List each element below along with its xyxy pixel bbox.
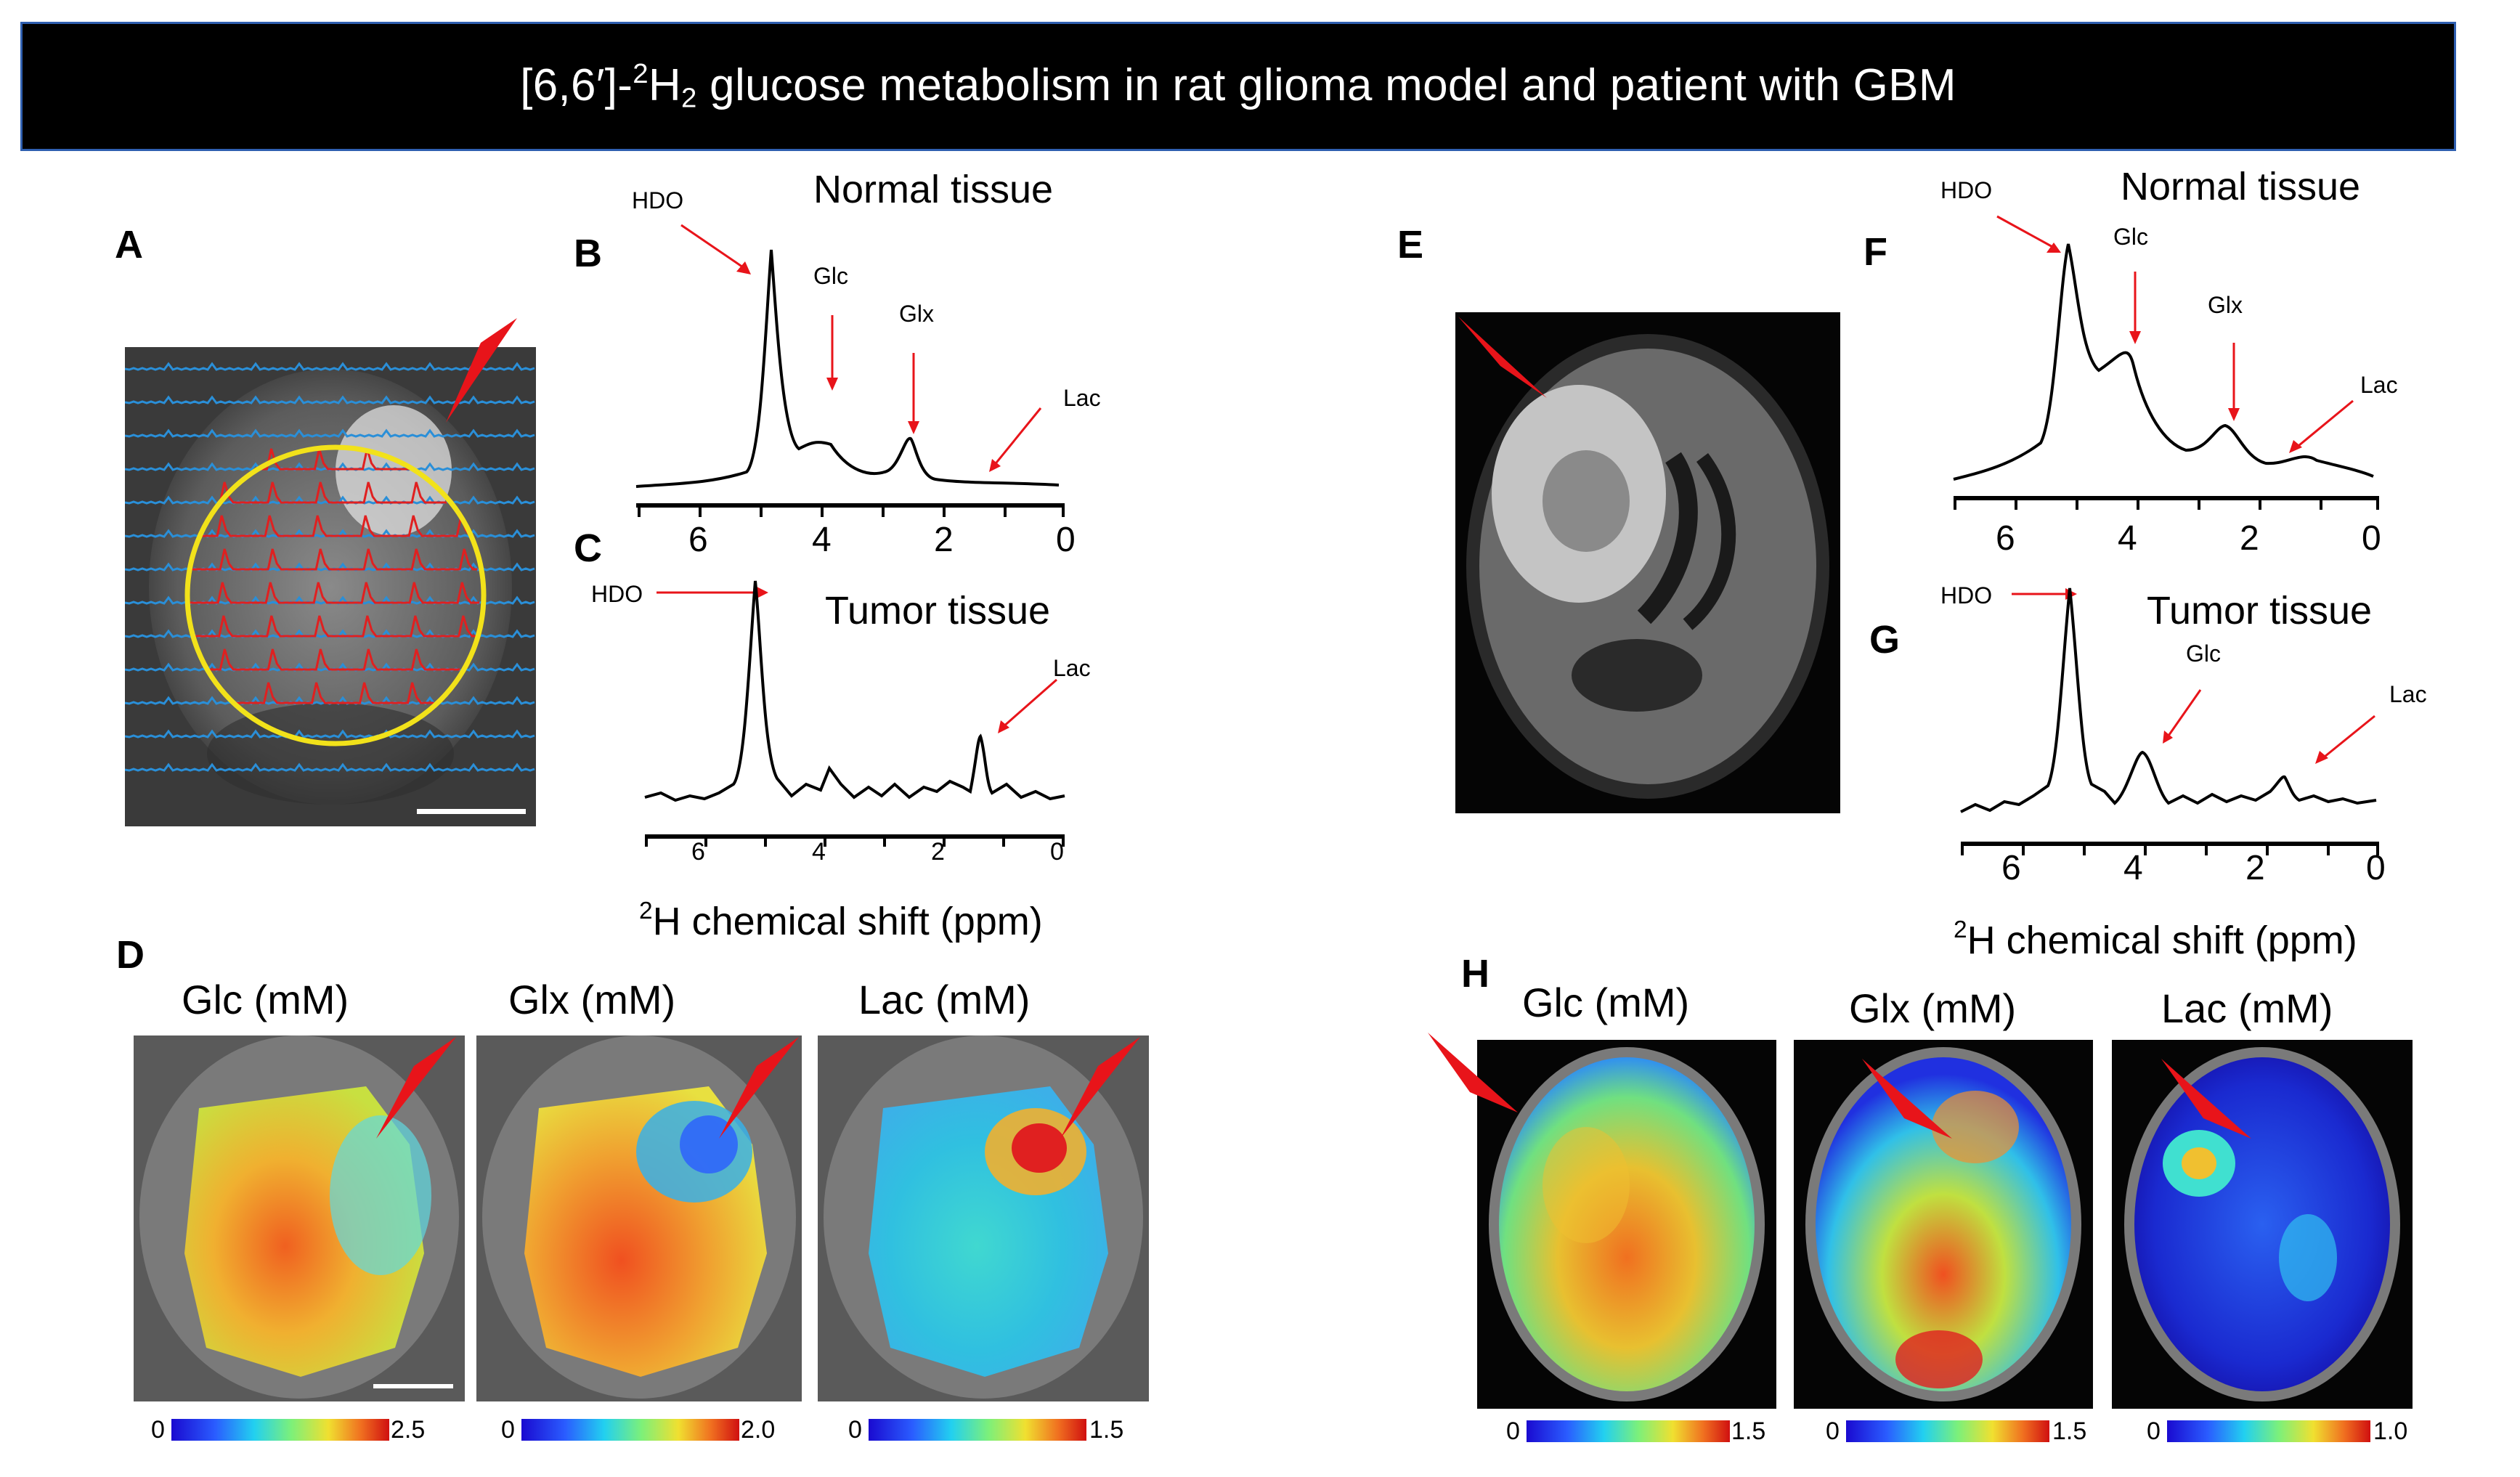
peak-label-glc: Glc [813, 263, 848, 289]
rat-spectra-axis-label: 2H chemical shift (ppm) [639, 898, 1043, 943]
colorbar [521, 1419, 739, 1441]
arrowhead-icon [446, 318, 517, 423]
peak-label-hdo: HDO [591, 581, 643, 607]
panel-label-a: A [115, 223, 143, 266]
arrowhead-icon [719, 1037, 799, 1139]
tick-label: 6 [688, 521, 708, 559]
spectrum-f-title: Normal tissue [2121, 165, 2361, 208]
tick-label: 2 [934, 521, 954, 559]
tick-label: 6 [2001, 849, 2021, 887]
tick-label: 4 [2123, 849, 2143, 887]
spectrum-b-plot [635, 224, 1065, 517]
peak-label-lac: Lac [1063, 385, 1101, 411]
arrowhead-icon [1060, 1037, 1140, 1139]
human-map-glx-label: Glx (mM) [1849, 985, 2017, 1031]
tick-label: 2 [2245, 849, 2265, 887]
peak-label-glc: Glc [2186, 640, 2221, 667]
panel-label-e: E [1397, 223, 1424, 266]
peak-label-hdo: HDO [632, 187, 684, 213]
human-lac-map-image [2112, 1040, 2413, 1409]
colorbar-min: 0 [2147, 1417, 2161, 1445]
figure-title-banner: [6,6′]-2H2 glucose metabolism in rat gli… [20, 22, 2456, 151]
tick-label: 4 [812, 838, 826, 866]
rat-map-glc-label: Glc (mM) [182, 977, 349, 1022]
colorbar-max: 2.0 [741, 1416, 776, 1444]
rat-map-glx-label: Glx (mM) [508, 977, 676, 1022]
peak-label-hdo: HDO [1940, 177, 1993, 203]
human-glx-map-image [1794, 1040, 2093, 1409]
panel-label-b: B [574, 232, 602, 275]
tick-label: 2 [931, 838, 945, 866]
human-map-glc-label: Glc (mM) [1522, 980, 1690, 1025]
colorbar [1846, 1420, 2049, 1442]
peak-label-lac: Lac [2360, 372, 2398, 398]
human-map-lac-label: Lac (mM) [2161, 985, 2333, 1031]
colorbar-max: 1.5 [2052, 1417, 2087, 1445]
colorbar-min: 0 [501, 1416, 515, 1444]
colorbar [1527, 1420, 1730, 1442]
tick-label: 4 [2118, 519, 2137, 558]
colorbar-min: 0 [1826, 1417, 1840, 1445]
peak-label-lac: Lac [2389, 681, 2427, 707]
rat-map-lac-label: Lac (mM) [858, 977, 1031, 1022]
tick-label: 4 [812, 521, 832, 559]
peak-label-hdo: HDO [1940, 582, 1993, 609]
panel-label-f: F [1863, 230, 1887, 274]
tick-label: 6 [691, 838, 705, 866]
colorbar [171, 1419, 389, 1441]
tick-label: 0 [1050, 838, 1064, 866]
colorbar-max: 2.5 [391, 1416, 426, 1444]
peak-label-lac: Lac [1053, 655, 1091, 681]
spectrum-g-plot [1960, 587, 2379, 855]
peak-label-glx: Glx [2208, 292, 2243, 318]
colorbar-min: 0 [848, 1416, 862, 1444]
tick-label: 6 [1996, 519, 2015, 558]
human-spectra-axis-label: 2H chemical shift (ppm) [1954, 916, 2357, 962]
panel-label-d: D [116, 933, 145, 977]
rat-lac-map-image [818, 1035, 1149, 1401]
tick-label: 2 [2240, 519, 2259, 558]
human-glc-map-image [1477, 1040, 1776, 1409]
figure-title: [6,6′]-2H2 glucose metabolism in rat gli… [520, 58, 1956, 114]
arrowhead-icon [1458, 317, 1547, 398]
tick-label: 0 [2362, 519, 2381, 558]
rat-glc-map-image [134, 1035, 465, 1401]
colorbar-max: 1.5 [1089, 1416, 1124, 1444]
colorbar-max: 1.5 [1731, 1417, 1766, 1445]
arrowhead-icon [376, 1037, 456, 1139]
spectrum-b-title: Normal tissue [813, 168, 1054, 211]
peak-label-glx: Glx [899, 301, 934, 327]
arrowhead-icon [1428, 1033, 1518, 1112]
spectrum-c-plot [644, 580, 1065, 847]
rat-mri-spectral-grid-image [125, 347, 536, 826]
colorbar-max: 1.0 [2373, 1417, 2408, 1445]
tick-label: 0 [1056, 521, 1076, 559]
colorbar-min: 0 [1506, 1417, 1520, 1445]
colorbar-min: 0 [151, 1416, 165, 1444]
spectrum-f-plot [1953, 215, 2379, 510]
colorbar [869, 1419, 1086, 1441]
patient-flair-mri-image [1455, 312, 1840, 813]
panel-label-g: G [1869, 618, 1901, 662]
arrowhead-icon [1862, 1059, 1952, 1139]
peak-label-glc: Glc [2113, 224, 2148, 250]
spectrum-g-title: Tumor tissue [2147, 589, 2373, 632]
tick-label: 0 [2366, 849, 2386, 887]
arrowhead-icon [2161, 1059, 2251, 1139]
panel-label-h: H [1461, 952, 1489, 996]
spectrum-c-title: Tumor tissue [825, 589, 1051, 632]
colorbar [2167, 1420, 2370, 1442]
panel-label-c: C [574, 526, 602, 570]
